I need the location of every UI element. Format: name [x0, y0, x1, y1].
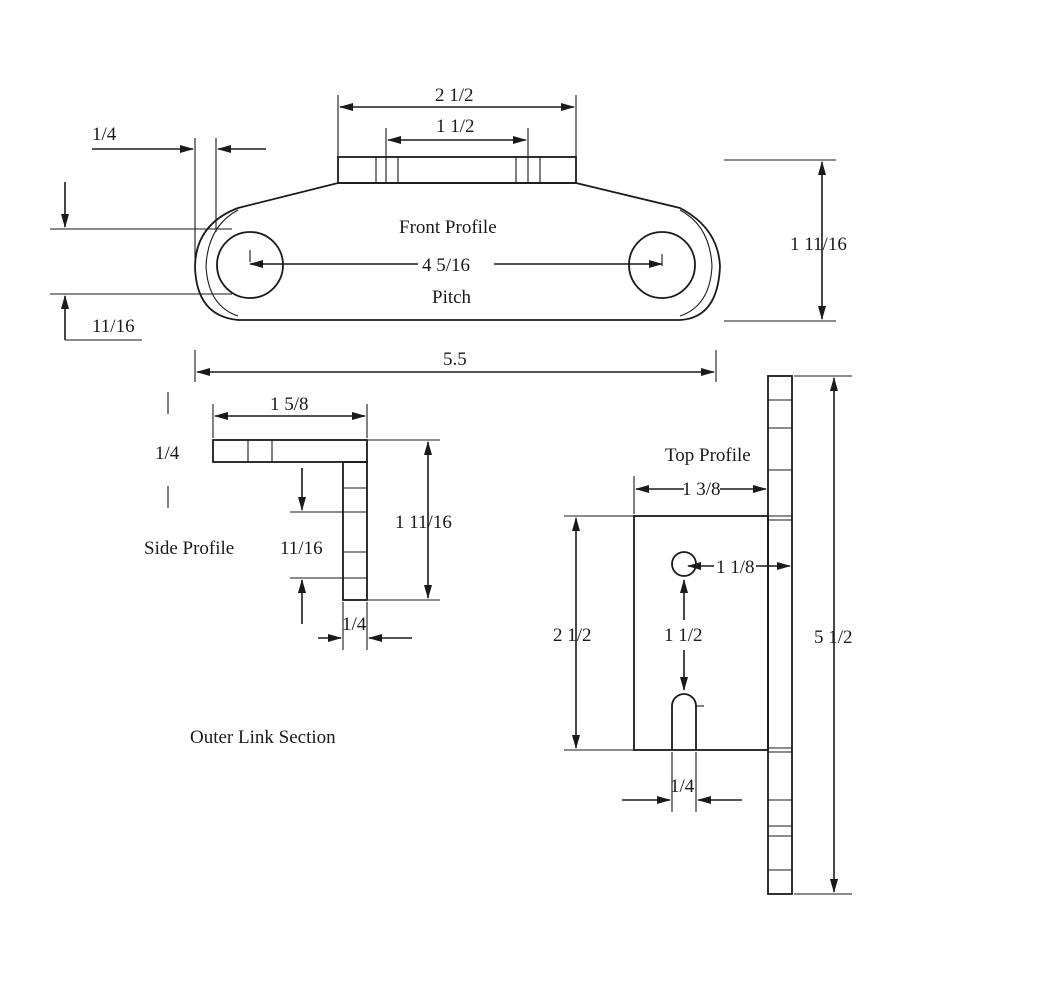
top-profile-label: Top Profile [665, 445, 751, 466]
front-dim-length: 5.5 [443, 349, 467, 370]
top-hole-lower [671, 693, 697, 707]
front-pin-left [216, 231, 284, 299]
front-profile-label: Front Profile [399, 217, 497, 238]
side-dim-thickness: 1/4 [155, 443, 180, 464]
front-dim-height: 1 11/16 [790, 234, 847, 255]
front-dim-inner-top: 1 1/2 [436, 116, 475, 137]
top-dim-hole-offset: 1 1/8 [716, 557, 755, 578]
side-dim-plate: 1/4 [342, 614, 367, 635]
top-dim-hole-spacing: 1 1/2 [664, 625, 703, 646]
front-profile-view: 4 5/16 Front Profile Pitch 2 1/2 1 1/2 1… [50, 85, 847, 382]
front-pin-right [628, 231, 696, 299]
front-link-outline [194, 182, 721, 321]
pitch-label: Pitch [432, 287, 472, 308]
top-dim-length: 5 1/2 [814, 627, 853, 648]
front-dim-offset: 1/4 [92, 124, 117, 145]
top-dim-width: 1 3/8 [682, 479, 721, 500]
side-dim-hole: 11/16 [280, 538, 323, 559]
top-profile-view: 1 3/8 1 1/8 2 1/2 1 1/2 5 1/2 1/4 Top Pr… [553, 375, 853, 895]
side-flange [212, 439, 368, 463]
top-bar [767, 375, 793, 895]
side-dim-width: 1 5/8 [270, 394, 309, 415]
front-dim-pin-dia: 11/16 [92, 316, 135, 337]
top-block [633, 515, 769, 751]
top-dim-block-height: 2 1/2 [553, 625, 592, 646]
front-dim-pitch: 4 5/16 [422, 255, 470, 276]
side-dim-height: 1 11/16 [395, 512, 452, 533]
side-plate [342, 461, 368, 601]
side-profile-label: Side Profile [144, 538, 234, 559]
top-dim-hole-dia: 1/4 [670, 776, 695, 797]
outer-link-section-label: Outer Link Section [190, 727, 336, 748]
top-hole-upper [671, 551, 697, 577]
side-profile-view: 1 5/8 1/4 1 11/16 11/16 1/4 Side Profile [144, 392, 452, 650]
front-dim-overall-top: 2 1/2 [435, 85, 474, 106]
